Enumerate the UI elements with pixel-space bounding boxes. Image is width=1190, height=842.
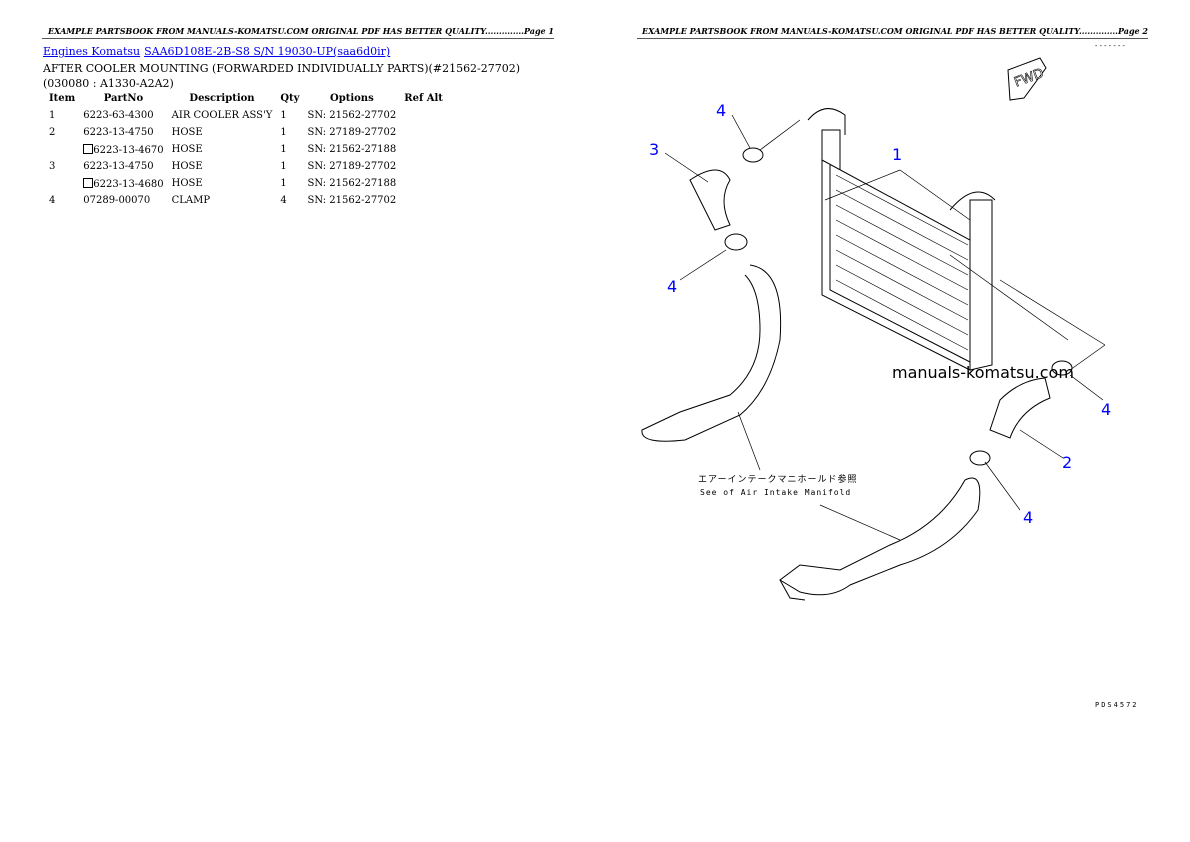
cell-partno: 6223-13-4680: [79, 175, 167, 192]
cell-options: SN: 21562-27702: [307, 195, 397, 206]
cell-options: SN: 27189-27702: [307, 161, 397, 172]
cell-item: 3: [49, 161, 56, 172]
table-row: 6223-13-4670 HOSE 1 SN: 21562-27188: [45, 141, 447, 158]
drawing-code: PDS4572: [1095, 701, 1139, 709]
col-refalt: Ref Alt: [404, 93, 443, 104]
cell-qty: 1: [280, 127, 287, 138]
cell-description: HOSE: [171, 144, 203, 155]
cell-options: SN: 21562-27702: [307, 110, 397, 121]
cell-qty: 1: [280, 110, 287, 121]
leader-lines: [664, 114, 1106, 541]
clamps: [724, 147, 1073, 466]
partno-text: 6223-13-4680: [93, 178, 164, 190]
col-partno: PartNo: [103, 93, 144, 104]
cell-refalt: [400, 141, 447, 158]
cell-item: 2: [49, 127, 56, 138]
col-item: Item: [49, 93, 76, 104]
cell-description: HOSE: [171, 127, 203, 138]
callout-4d: 4: [1023, 508, 1033, 527]
cell-refalt: [400, 192, 447, 209]
table-row: 6223-13-4680 HOSE 1 SN: 21562-27188: [45, 175, 447, 192]
cell-description: HOSE: [171, 161, 203, 172]
breadcrumb-link-engines[interactable]: Engines Komatsu: [43, 45, 141, 58]
partno-text: 6223-13-4670: [93, 144, 164, 156]
cell-item: 4: [49, 195, 56, 206]
callout-4c: 4: [1101, 400, 1111, 419]
cell-qty: 1: [280, 144, 287, 155]
table-row: 1 6223-63-4300 AIR COOLER ASS'Y 1 SN: 21562-…: [45, 107, 447, 124]
cell-item: [45, 141, 79, 158]
cell-options: SN: 27189-27702: [307, 127, 397, 138]
cell-partno: 07289-00070: [83, 195, 151, 206]
cell-partno: 6223-13-4750: [83, 127, 154, 138]
callout-2: 2: [1062, 453, 1072, 472]
page2-header: EXAMPLE PARTSBOOK FROM MANUALS-KOMATSU.C…: [637, 26, 1148, 39]
callout-4a: 4: [716, 101, 726, 120]
col-qty: Qty: [280, 93, 300, 104]
cell-description: AIR COOLER ASS'Y: [171, 110, 273, 121]
cell-item: 1: [49, 110, 56, 121]
parts-table: Item PartNo Description Qty Options Ref …: [45, 90, 447, 209]
cell-options: SN: 21562-27188: [307, 144, 397, 155]
intake-pipe-lower: [779, 477, 981, 601]
cell-refalt: [400, 124, 447, 141]
col-options: Options: [330, 93, 374, 104]
fwd-arrow-icon: FWD: [1007, 57, 1047, 101]
cell-qty: 1: [280, 178, 287, 189]
col-description: Description: [189, 93, 255, 104]
cell-options: SN: 21562-27188: [307, 178, 397, 189]
air-cooler-assembly: [807, 108, 996, 371]
section-title: AFTER COOLER MOUNTING (FORWARDED INDIVID…: [43, 62, 521, 90]
alternate-box-icon: [83, 143, 94, 154]
cell-description: HOSE: [171, 178, 203, 189]
hose-2: [989, 377, 1051, 439]
parts-diagram: FWD - - - - - - -: [641, 42, 1139, 709]
cell-qty: 4: [280, 195, 287, 206]
cell-partno: 6223-13-4670: [79, 141, 167, 158]
cell-refalt: [400, 175, 447, 192]
cell-refalt: [400, 107, 447, 124]
breadcrumb-link-model[interactable]: SAA6D108E-2B-S8 S/N 19030-UP(saa6d0ir): [144, 45, 391, 58]
table-row: 4 07289-00070 CLAMP 4 SN: 21562-27702: [45, 192, 447, 209]
callout-4b: 4: [667, 277, 677, 296]
note-english: See of Air Intake Manifold: [700, 488, 851, 497]
svg-text:FWD: FWD: [1012, 66, 1046, 90]
cell-qty: 1: [280, 161, 287, 172]
cell-description: CLAMP: [171, 195, 211, 206]
cell-refalt: [400, 158, 447, 175]
table-header-row: Item PartNo Description Qty Options Ref …: [45, 90, 447, 107]
table-row: 3 6223-13-4750 HOSE 1 SN: 27189-27702: [45, 158, 447, 175]
alternate-box-icon: [83, 177, 94, 188]
callout-1: 1: [892, 145, 902, 164]
note-japanese: エアーインテークマニホールド参照: [698, 473, 857, 485]
cell-partno: 6223-13-4750: [83, 161, 154, 172]
callout-3: 3: [649, 140, 659, 159]
svg-text:- - - - - - -: - - - - - - -: [1095, 42, 1126, 50]
watermark: manuals-komatsu.com: [892, 363, 1074, 382]
hose-3: [689, 169, 731, 231]
cell-item: [45, 175, 79, 192]
table-row: 2 6223-13-4750 HOSE 1 SN: 27189-27702: [45, 124, 447, 141]
page1-header: EXAMPLE PARTSBOOK FROM MANUALS-KOMATSU.C…: [42, 26, 554, 39]
cell-partno: 6223-63-4300: [83, 110, 154, 121]
intake-pipe-upper: [641, 264, 782, 442]
